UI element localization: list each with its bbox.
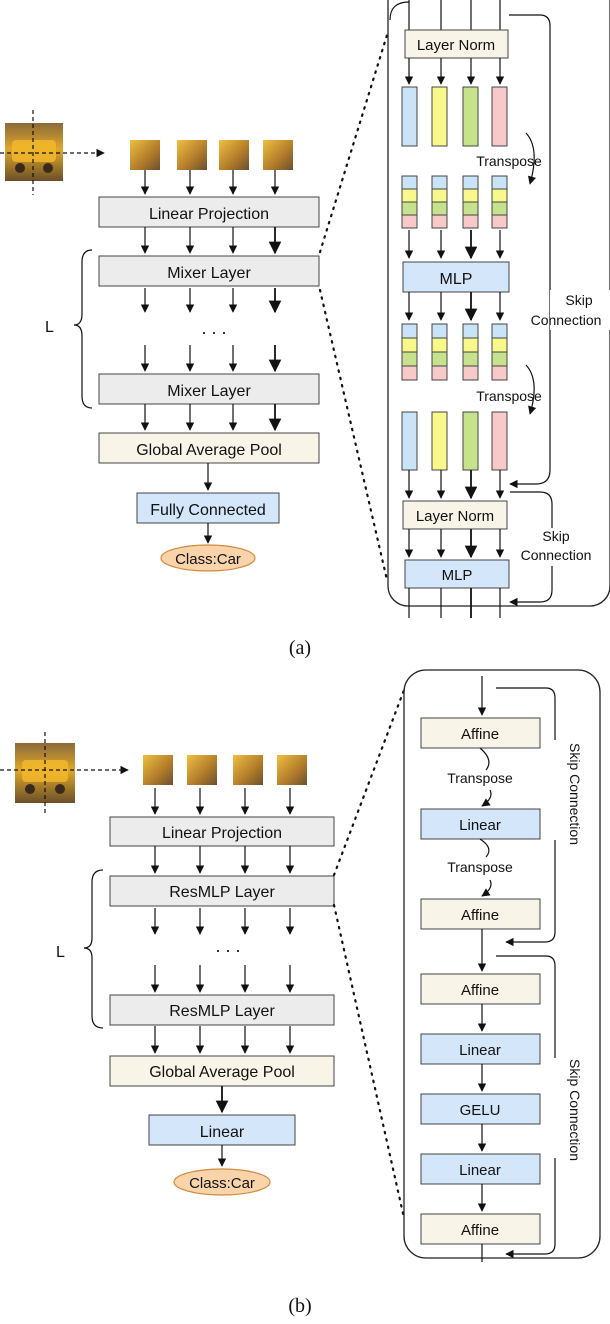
transpose-top-label: Transpose [476, 153, 542, 169]
linear-output-label: Linear [200, 1124, 245, 1141]
transposed-tokens-top [401, 175, 508, 229]
gelu-label: GELU [460, 1102, 501, 1119]
resmlp-layer-top-label: ResMLP Layer [169, 884, 275, 901]
transpose-2-label: Transpose [447, 859, 513, 875]
car-photo-icon [5, 123, 63, 181]
transposed-tokens-bottom [401, 323, 508, 381]
ellipsis-b: . . . [215, 936, 240, 956]
linear-3-label: Linear [459, 1162, 501, 1179]
car-patch-icon [130, 140, 293, 170]
mixer-layer-bottom-label: Mixer Layer [167, 383, 251, 400]
fully-connected-label: Fully Connected [150, 502, 266, 519]
affine-3-label: Affine [461, 982, 499, 999]
affine-1-label: Affine [461, 726, 499, 743]
skip-connection-bottom-line1: Skip [542, 528, 569, 544]
linear-1-label: Linear [459, 817, 501, 834]
linear-2-label: Linear [459, 1042, 501, 1059]
caption-a: (a) [289, 637, 311, 659]
global-average-pool-label: Global Average Pool [136, 442, 282, 459]
resmlp-layer-bottom-label: ResMLP Layer [169, 1003, 275, 1020]
transpose-bottom-label: Transpose [476, 388, 542, 404]
skip-connection-top-line1: Skip [565, 292, 592, 308]
depth-label-a: L [45, 319, 54, 336]
mlp-bottom-label: MLP [442, 567, 473, 584]
skip-connection-bottom-line2: Connection [521, 547, 592, 563]
mlp-top-label: MLP [440, 271, 473, 288]
global-average-pool-label-b: Global Average Pool [149, 1064, 295, 1081]
class-car-label-b: Class:Car [189, 1175, 255, 1192]
layer-norm-top-label: Layer Norm [417, 37, 495, 54]
skip-connection-top-line2: Connection [531, 312, 602, 328]
affine-4-label: Affine [461, 1222, 499, 1239]
affine-2-label: Affine [461, 907, 499, 924]
panel-b: Linear Projection ResMLP Layer . . . Res… [0, 669, 601, 1317]
caption-b: (b) [288, 1295, 311, 1317]
layer-norm-bottom-label: Layer Norm [416, 508, 494, 525]
car-photo-icon [15, 743, 75, 803]
car-patch-icon [143, 755, 307, 785]
panel-a: Linear Projection Mixer Layer . . . Mixe… [0, 0, 610, 659]
class-car-label-a: Class:Car [175, 551, 241, 568]
mixer-layer-top-label: Mixer Layer [167, 265, 251, 282]
mixer-layer-detail: Layer Norm Transpose [380, 0, 610, 618]
ellipsis: . . . [201, 318, 226, 338]
resmlp-layer-detail: Affine Transpose Linear Transpose Affine… [403, 669, 601, 1262]
skip-connection-top-label-b: Skip Connection [567, 743, 583, 845]
depth-label-b: L [56, 944, 65, 961]
skip-connection-bottom-label-b: Skip Connection [567, 1059, 583, 1161]
transpose-1-label: Transpose [447, 770, 513, 786]
linear-projection-label: Linear Projection [149, 206, 269, 223]
linear-projection-label-b: Linear Projection [162, 825, 282, 842]
